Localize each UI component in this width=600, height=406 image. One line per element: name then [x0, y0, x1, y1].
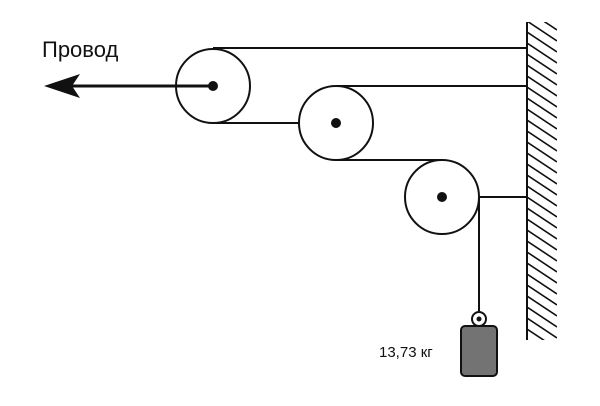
hatch-line	[527, 240, 557, 262]
hatch-line	[527, 163, 557, 185]
hatch-line	[527, 141, 557, 163]
hatch-line	[527, 262, 557, 284]
hatch-line	[543, 22, 557, 31]
weight-hook-hole	[476, 316, 482, 322]
pull-arrow	[44, 74, 213, 98]
hatch-line	[527, 328, 545, 340]
hatch-line	[527, 75, 557, 97]
ropes	[213, 47, 527, 311]
hatch-line	[527, 306, 557, 328]
hatch-line	[527, 273, 557, 295]
hatch-line	[527, 130, 557, 152]
hatch-line	[527, 185, 557, 207]
hatch-line	[527, 351, 557, 371]
pulley-2-axle	[331, 118, 341, 128]
wall	[526, 22, 557, 371]
pulley-2	[298, 85, 374, 161]
hatch-line	[527, 22, 557, 42]
wire-label: Провод	[42, 37, 118, 62]
hatch-line	[527, 229, 557, 251]
hatch-line	[527, 284, 557, 306]
hatch-line	[527, 218, 557, 240]
hatch-line	[527, 64, 557, 86]
pull-arrow-head-icon	[44, 74, 80, 98]
hatch-line	[527, 207, 557, 229]
hatch-line	[527, 174, 557, 196]
hatch-line	[527, 97, 557, 119]
hatch-line	[527, 53, 557, 75]
mass-label: 13,73 кг	[379, 344, 433, 361]
hatch-line	[527, 196, 557, 218]
wall-hatching	[527, 22, 557, 371]
pulley-3-axle	[437, 192, 447, 202]
hatch-line	[527, 317, 557, 339]
hatch-line	[527, 119, 557, 141]
hatch-line	[527, 295, 557, 317]
hatch-line	[527, 152, 557, 174]
hatch-line	[527, 31, 557, 53]
hatch-line	[527, 86, 557, 108]
pulley-3	[404, 159, 480, 235]
hatch-line	[527, 339, 529, 340]
weight-body	[460, 325, 498, 377]
hatch-line	[527, 42, 557, 64]
hatch-line	[527, 108, 557, 130]
weight	[460, 311, 498, 377]
hatch-line	[527, 251, 557, 273]
